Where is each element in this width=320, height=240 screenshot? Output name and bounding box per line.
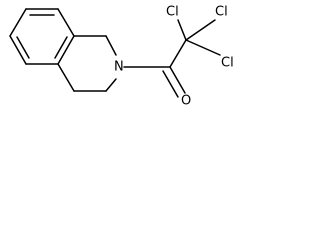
chlorine-atom-label-right: Cl bbox=[221, 56, 234, 71]
bond-ar-3-inner bbox=[54, 36, 68, 59]
bond-carbonyl-ccl3 bbox=[169, 39, 187, 68]
oxygen-atom-label: O bbox=[181, 94, 191, 109]
bond-c-cl-right bbox=[185, 39, 221, 56]
piperidine-ring bbox=[57, 35, 117, 92]
trichloroacetyl-group bbox=[123, 19, 221, 98]
bond-carbonyl-o bbox=[169, 66, 186, 94]
bond-ch2-ar-bottom bbox=[57, 63, 75, 92]
bond-ch2-n-top bbox=[105, 35, 117, 56]
nitrogen-atom-label: N bbox=[114, 60, 124, 75]
bond-ar-2 bbox=[57, 8, 75, 37]
chlorine-atom-label-top-right: Cl bbox=[215, 5, 228, 20]
bond-c-cl-top-left bbox=[177, 19, 187, 41]
benzene-ring bbox=[9, 8, 75, 65]
bond-carbonyl-o-second bbox=[162, 70, 179, 98]
bond-ar-5-inner bbox=[16, 36, 30, 59]
bond-n-ch2-bottom bbox=[105, 78, 117, 92]
bond-ar-3 bbox=[57, 35, 75, 65]
bond-ar-6 bbox=[9, 8, 27, 37]
chlorine-atom-label-top-left: Cl bbox=[166, 5, 179, 20]
bond-ar-5 bbox=[9, 35, 27, 65]
bond-c-cl-top-right bbox=[185, 19, 216, 41]
molecule-structure: N O Cl Cl Cl bbox=[9, 5, 234, 109]
